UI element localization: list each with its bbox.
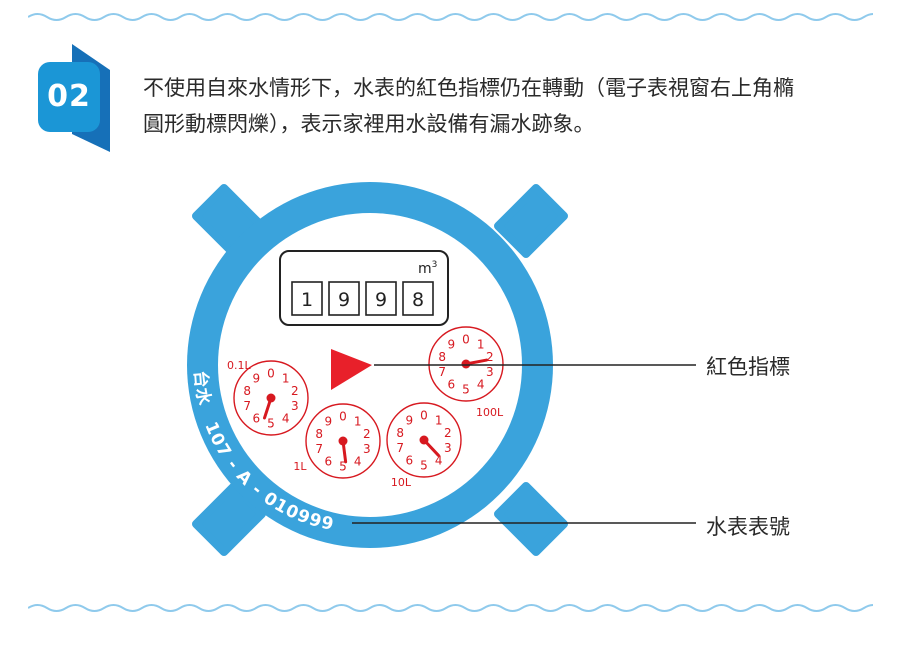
dial-label: 1L	[293, 460, 307, 473]
dial-number: 5	[267, 417, 275, 431]
dial-label: 0.1L	[227, 359, 251, 372]
dial-number: 7	[315, 442, 323, 456]
dial-number: 7	[243, 399, 251, 413]
dial-number: 3	[444, 441, 452, 455]
dial-number: 4	[435, 454, 443, 468]
rim-brand-text: 台水	[190, 370, 215, 408]
dial-ring	[386, 402, 462, 478]
dial-number: 6	[405, 454, 413, 468]
meter-lugs	[192, 184, 568, 556]
dial-number: 2	[486, 350, 494, 364]
dial-number: 8	[396, 426, 404, 440]
dial-label: 10L	[391, 476, 412, 489]
dial-number: 9	[405, 413, 413, 427]
counter-digit: 1	[301, 289, 313, 311]
counter-unit: m3	[418, 260, 437, 277]
dial-number: 3	[291, 399, 299, 413]
dial-label: 100L	[476, 406, 504, 419]
step-badge	[38, 44, 110, 152]
description-line-2: 圓形動標閃爍），表示家裡用水設備有漏水跡象。	[143, 112, 595, 136]
dial-number: 9	[252, 371, 260, 385]
dial-number: 5	[420, 459, 428, 473]
dial-number: 7	[396, 441, 404, 455]
dial-number: 0	[339, 410, 347, 424]
dial-number: 4	[354, 455, 362, 469]
dial-number: 6	[324, 455, 332, 469]
dial-number: 1	[354, 414, 362, 428]
callout-label-red-pointer: 紅色指標	[706, 355, 790, 379]
description-text: 不使用自來水情形下，水表的紅色指標仍在轉動（電子表視窗右上角橢 圓形動標閃爍），…	[143, 70, 888, 142]
dial-number: 7	[438, 365, 446, 379]
dial-number: 5	[339, 460, 347, 474]
step-number: 02	[47, 79, 91, 114]
counter-digit-box	[365, 281, 397, 316]
counter-digit: 8	[412, 289, 424, 311]
top-wave-divider	[28, 13, 873, 21]
dial-number: 2	[363, 427, 371, 441]
dial-number: 2	[291, 384, 299, 398]
dial-number: 8	[438, 350, 446, 364]
dial-hub	[266, 393, 276, 403]
counter-digit-box	[291, 281, 323, 316]
callout-label-serial-number: 水表表號	[706, 515, 790, 539]
dial-number: 0	[462, 333, 470, 347]
dial-number: 3	[486, 365, 494, 379]
red-pointer-triangle	[331, 349, 372, 390]
counter-digit: 9	[338, 289, 350, 311]
dial-number: 1	[282, 371, 290, 385]
dial-number: 9	[324, 414, 332, 428]
counter-digit-box	[402, 281, 434, 316]
dial-number: 1	[435, 413, 443, 427]
counter-digit: 9	[375, 289, 387, 311]
dial-number: 0	[420, 409, 428, 423]
dial-number: 3	[363, 442, 371, 456]
dial-ring	[305, 403, 381, 479]
dial-number: 1	[477, 337, 485, 351]
dial-number: 4	[282, 412, 290, 426]
bottom-wave-divider	[28, 604, 873, 612]
dial-hub	[461, 359, 471, 369]
dial-number: 0	[267, 367, 275, 381]
dial-hub	[419, 435, 429, 445]
dial-number: 2	[444, 426, 452, 440]
description-line-1: 不使用自來水情形下，水表的紅色指標仍在轉動（電子表視窗右上角橢	[143, 76, 794, 100]
dial-number: 8	[243, 384, 251, 398]
dial-number: 6	[252, 412, 260, 426]
dial-hub	[338, 436, 348, 446]
dial-number: 9	[447, 337, 455, 351]
dial-number: 4	[477, 378, 485, 392]
dial-ring	[233, 360, 309, 436]
counter-digit-box	[328, 281, 360, 316]
dial-ring	[428, 326, 504, 402]
dial-number: 5	[462, 383, 470, 397]
dial-number: 8	[315, 427, 323, 441]
dial-number: 6	[447, 378, 455, 392]
